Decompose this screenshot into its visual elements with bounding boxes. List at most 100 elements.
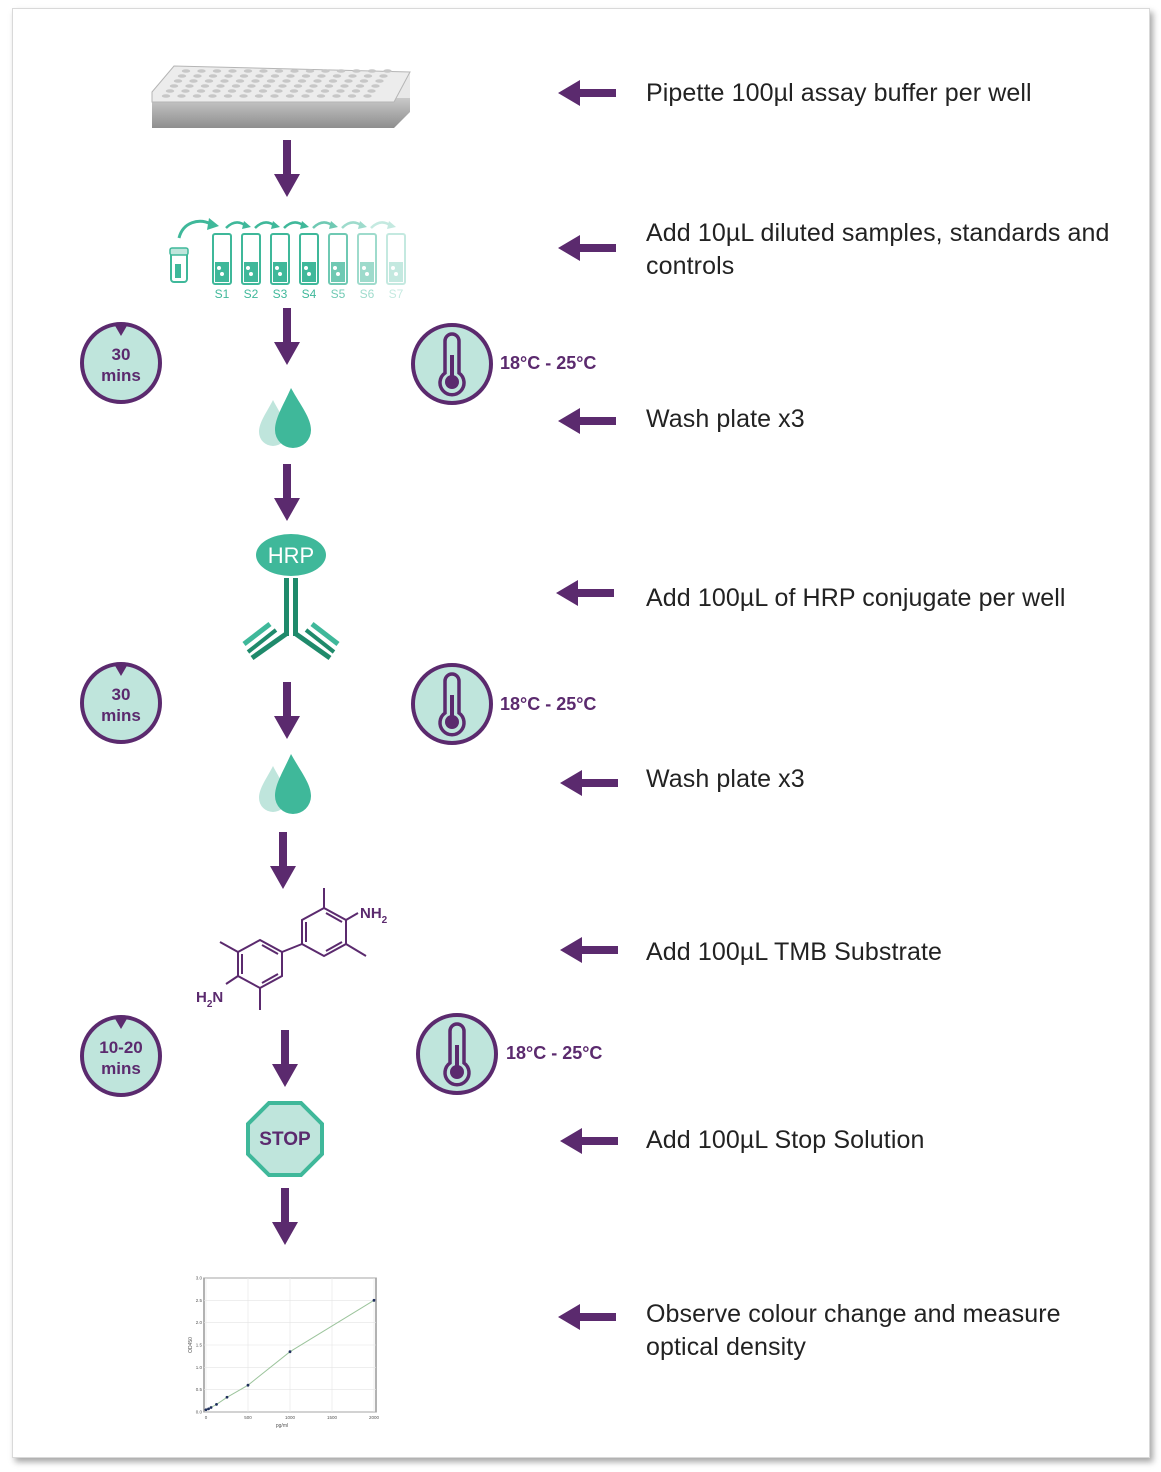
x-tick-label: 1500 (327, 1415, 338, 1420)
hrp-label: HRP (268, 543, 314, 568)
step-8-text: Observe colour change and measure optica… (646, 1300, 1061, 1361)
well (258, 89, 268, 93)
y-tick-label: 3.0 (196, 1276, 203, 1281)
well (332, 74, 342, 78)
well (285, 94, 295, 98)
x-tick-label: 500 (244, 1415, 252, 1420)
well (367, 89, 376, 93)
well (177, 94, 186, 98)
temperature-range: 18°C - 25°C (500, 694, 597, 714)
well (348, 74, 357, 78)
well (347, 94, 357, 98)
standard-label: S1 (215, 287, 230, 301)
microplate-icon (151, 65, 411, 128)
well (192, 94, 202, 98)
well (351, 89, 361, 93)
well (320, 89, 330, 93)
well (321, 69, 330, 73)
timer-icon: 30 mins (80, 322, 162, 404)
timer-value: 30 (112, 685, 131, 704)
wash-drops-icon (259, 388, 311, 448)
left-arrow-icon (558, 408, 616, 434)
data-point (204, 1408, 208, 1412)
well (363, 94, 372, 98)
h2n-bottom: H2N (196, 989, 223, 1010)
well (254, 94, 264, 98)
well (317, 74, 326, 78)
stop-label: STOP (259, 1129, 311, 1150)
thermometer-icon (411, 663, 493, 745)
well (359, 79, 369, 83)
well (185, 84, 194, 88)
hrp-antibody-icon: HRP (242, 534, 340, 661)
step-6-text: Add 100µL TMB Substrate (646, 938, 943, 966)
standard-label: S5 (331, 287, 346, 301)
well (165, 89, 175, 93)
well (305, 69, 315, 73)
down-arrow-icon (274, 140, 300, 197)
x-tick-label: 0 (205, 1415, 208, 1420)
well (220, 79, 229, 83)
left-arrow-icon (560, 937, 618, 963)
well (216, 84, 225, 88)
well (189, 79, 198, 83)
well (305, 89, 314, 93)
timer-unit: mins (101, 706, 141, 725)
well (239, 94, 248, 98)
well (259, 69, 268, 73)
data-point (372, 1298, 376, 1302)
y-tick-label: 0.0 (196, 1410, 203, 1415)
step-5-text: Wash plate x3 (646, 765, 805, 793)
well (270, 94, 279, 98)
well (282, 79, 291, 83)
well (262, 84, 272, 88)
stop-sign-icon: STOP (246, 1101, 324, 1177)
standard-label: S2 (244, 287, 259, 301)
well (324, 84, 334, 88)
nh2-top: NH2 (360, 905, 388, 926)
standard-label: S6 (360, 287, 375, 301)
down-arrow-icon (272, 1188, 298, 1245)
well (379, 74, 388, 78)
well (266, 79, 276, 83)
well (255, 74, 264, 78)
x-axis-label: pg/ml (276, 1423, 288, 1429)
well (274, 69, 284, 73)
well (243, 69, 253, 73)
timer-icon: 30 mins (80, 662, 162, 744)
down-arrow-icon (274, 464, 300, 521)
down-arrow-icon (274, 308, 300, 365)
well (336, 69, 346, 73)
tmb-molecule-icon: NH2 H2N (196, 888, 388, 1010)
timer-unit: mins (101, 366, 141, 385)
well (309, 84, 318, 88)
down-arrow-icon (274, 682, 300, 739)
well (301, 74, 311, 78)
well (363, 74, 373, 78)
step-3-text: Wash plate x3 (646, 405, 805, 433)
well (196, 89, 206, 93)
well (340, 84, 349, 88)
well (278, 84, 287, 88)
wash-drops-icon (259, 754, 311, 814)
well (355, 84, 365, 88)
thermometer-icon (416, 1013, 498, 1095)
well (223, 94, 233, 98)
timer-value: 30 (112, 345, 131, 364)
left-arrow-icon (558, 80, 616, 106)
well (197, 69, 206, 73)
data-point (225, 1395, 229, 1399)
data-point (288, 1350, 292, 1354)
standard-label: S4 (302, 287, 317, 301)
well (293, 84, 303, 88)
left-arrow-icon (560, 770, 618, 796)
data-point (246, 1383, 250, 1387)
well (290, 69, 299, 73)
standard-tube-s4: S4 (283, 221, 319, 301)
well (270, 74, 280, 78)
well (316, 94, 326, 98)
standard-tube-s6: S6 (341, 221, 377, 301)
well (212, 89, 221, 93)
